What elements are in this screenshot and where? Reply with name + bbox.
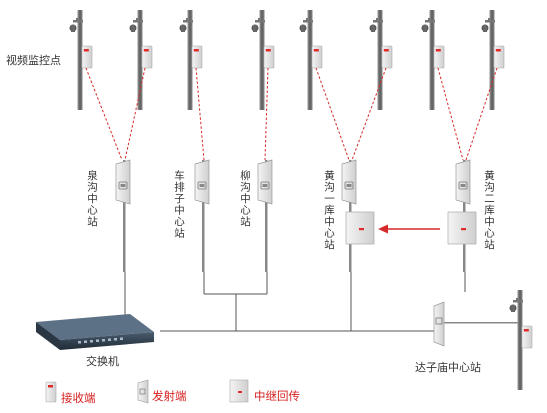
station-antenna-dazimiao	[433, 301, 518, 347]
relay-panel-huanggou1	[345, 211, 375, 245]
station-label-quangou: 泉沟中心站	[86, 170, 98, 228]
station-label-chepaizi: 车排子中心站	[173, 170, 185, 239]
relay-arrow	[378, 224, 440, 234]
dazimiao-label: 达子庙中心站	[415, 361, 481, 374]
network-wires	[124, 272, 466, 332]
legend-transmit-label: 发射端	[152, 389, 187, 403]
station-label-huanggou1: 黄沟一库中心站	[323, 170, 335, 251]
legend-relay-icon	[229, 379, 249, 403]
station-label-liugou: 柳沟中心站	[239, 170, 251, 228]
network-switch	[36, 314, 154, 350]
camera-pole-2	[129, 9, 153, 111]
switch-label: 交换机	[86, 355, 119, 368]
camera-pole-8	[481, 9, 505, 111]
legend-receive-icon	[45, 381, 57, 403]
camera-points-label: 视频监控点	[6, 54, 61, 67]
station-antenna-quangou	[115, 159, 131, 273]
camera-pole-1	[69, 9, 93, 111]
relay-panel-huanggou2	[447, 211, 477, 245]
legend-transmit-icon	[137, 379, 149, 404]
legend-relay-label: 中继回传	[254, 389, 300, 403]
wireless-links	[85, 67, 498, 161]
dazimiao-camera-pole	[509, 289, 533, 391]
camera-pole-6	[369, 9, 393, 111]
station-antenna-chepaizi	[194, 159, 210, 273]
camera-pole-4	[251, 9, 275, 111]
legend-receive-label: 接收端	[61, 391, 96, 405]
camera-pole-5	[299, 9, 323, 111]
camera-pole-7	[421, 9, 445, 111]
station-label-huanggou2: 黄沟二库中心站	[483, 170, 495, 251]
station-antenna-liugou	[257, 159, 273, 273]
